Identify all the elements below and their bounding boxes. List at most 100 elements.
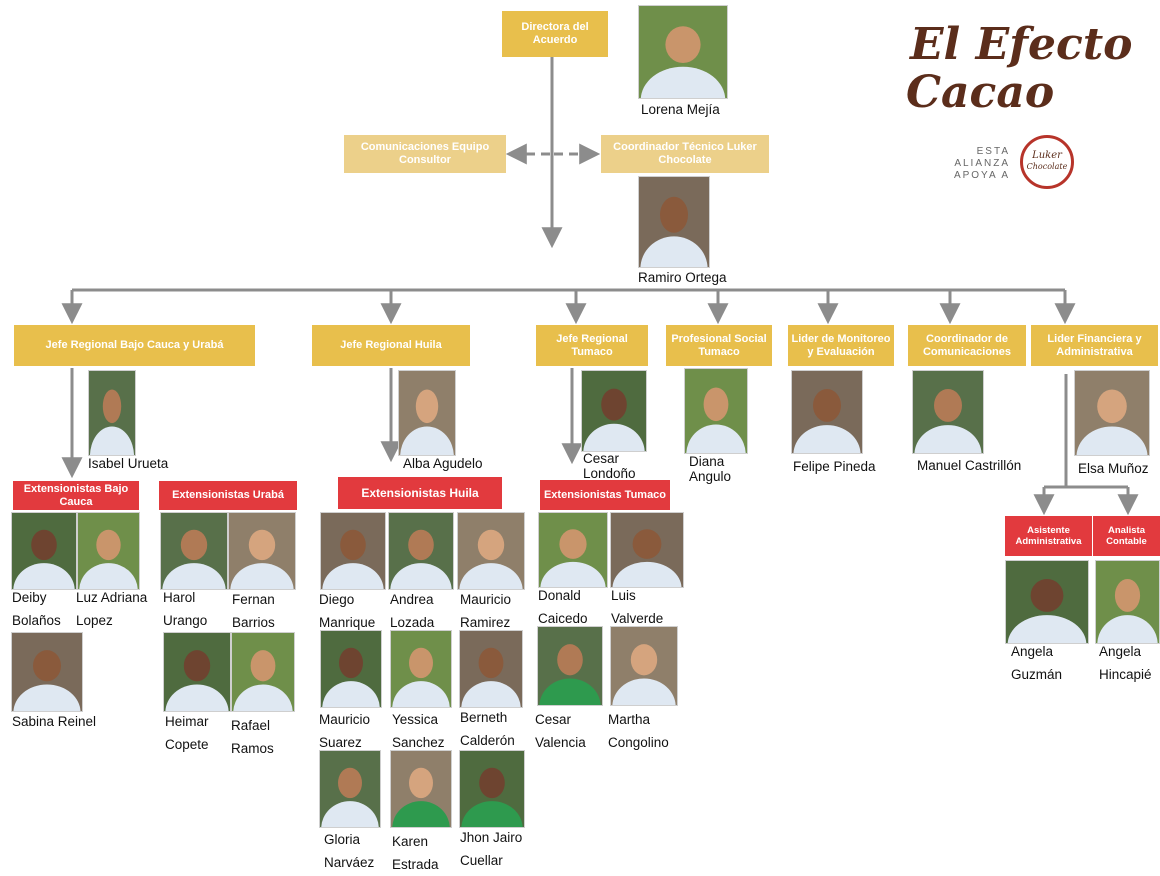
role-box-lider-monitoreo: Lider de Monitoreo y Evaluación <box>788 325 894 366</box>
person-silhouette-icon <box>389 513 453 589</box>
person-silhouette-icon <box>399 371 455 455</box>
name-jhon-jairo-cuellar: Jhon Jairo Cuellar <box>460 830 523 868</box>
photo-alba-agudelo <box>398 370 456 456</box>
photo-isabel-urueta <box>88 370 136 456</box>
name-isabel-urueta: Isabel Urueta <box>88 456 169 471</box>
photo-andrea-lozada <box>388 512 454 590</box>
role-box-coordinador-comunicaciones: Coordinador de Comunicaciones <box>908 325 1026 366</box>
logo-text-line2: Cacao <box>906 67 1055 118</box>
photo-cesar-londono <box>581 370 647 452</box>
photo-luis-valverde <box>610 512 684 588</box>
name-diana-angulo: Diana Angulo <box>689 454 732 484</box>
person-silhouette-icon <box>460 751 524 827</box>
name-elsa-munoz: Elsa Muñoz <box>1078 461 1149 476</box>
person-silhouette-icon <box>582 371 646 451</box>
photo-manuel-castrillon <box>912 370 984 454</box>
name-martha-congolino: Martha Congolino <box>608 712 669 750</box>
name-yessica-sanchez: Yessica Sanchez <box>392 712 445 750</box>
photo-angela-guzman <box>1005 560 1089 644</box>
logo-tagline-line: ALIANZA <box>954 158 1010 169</box>
photo-berneth-calderon <box>459 630 523 708</box>
person-silhouette-icon <box>232 633 294 711</box>
photo-gloria-narvaez <box>319 750 381 828</box>
person-silhouette-icon <box>12 633 82 711</box>
logo-tagline: ESTA ALIANZA APOYA A <box>952 146 1010 182</box>
person-silhouette-icon <box>458 513 524 589</box>
luker-badge-line1: Luker <box>1032 150 1062 161</box>
person-silhouette-icon <box>89 371 135 455</box>
name-angela-hincapie: Angela Hincapié <box>1099 644 1152 682</box>
name-mauricio-suarez: Mauricio Suarez <box>319 712 371 750</box>
role-box-jefe-huila: Jefe Regional Huila <box>312 325 470 366</box>
communications-role-box: Comunicaciones Equipo Consultor <box>344 135 506 173</box>
photo-diana-angulo <box>684 368 748 454</box>
coordinator-photo <box>638 176 710 268</box>
name-berneth-calderon: Berneth Calderón <box>460 710 515 748</box>
photo-mauricio-ramirez <box>457 512 525 590</box>
photo-deiby-bolanos <box>11 512 77 590</box>
person-silhouette-icon <box>539 513 607 587</box>
person-silhouette-icon <box>78 513 139 589</box>
photo-jhon-jairo-cuellar <box>459 750 525 828</box>
name-donald-caicedo: Donald Caicedo <box>538 588 588 626</box>
role-box-jefe-tumaco: Jefe Regional Tumaco <box>536 325 648 366</box>
person-silhouette-icon <box>321 513 385 589</box>
team-box-huila: Extensionistas Huila <box>338 477 502 509</box>
coordinator-name: Ramiro Ortega <box>638 270 727 285</box>
name-cesar-londono: Cesar Londoño <box>583 451 636 481</box>
team-box-bajo-cauca: Extensionistas Bajo Cauca <box>13 481 139 510</box>
photo-heimar-copete <box>163 632 231 712</box>
photo-fernan-barrios <box>228 512 296 590</box>
photo-rafael-ramos <box>231 632 295 712</box>
logo-text-line1: El Efecto <box>910 19 1133 70</box>
person-silhouette-icon <box>321 631 381 707</box>
logo-tagline-line: APOYA A <box>953 170 1010 181</box>
person-silhouette-icon <box>639 6 727 98</box>
person-silhouette-icon <box>164 633 230 711</box>
photo-angela-hincapie <box>1095 560 1160 644</box>
person-silhouette-icon <box>1006 561 1088 643</box>
director-role-box: Directora del Acuerdo <box>502 11 608 57</box>
person-silhouette-icon <box>12 513 76 589</box>
person-silhouette-icon <box>460 631 522 707</box>
person-silhouette-icon <box>792 371 862 453</box>
photo-felipe-pineda <box>791 370 863 454</box>
role-box-jefe-bajo-cauca: Jefe Regional Bajo Cauca y Urabá <box>14 325 255 366</box>
luker-chocolate-badge: Luker Chocolate <box>1020 135 1074 189</box>
team-box-asistente-administrativa: Asistente Administrativa <box>1005 516 1092 556</box>
efecto-cacao-logo: El Efecto Cacao ESTA ALIANZA APOYA A Luk… <box>898 20 1133 200</box>
person-silhouette-icon <box>685 369 747 453</box>
name-andrea-lozada: Andrea Lozada <box>390 592 435 630</box>
person-silhouette-icon <box>611 513 683 587</box>
photo-harol-urango <box>160 512 228 590</box>
name-alba-agudelo: Alba Agudelo <box>403 456 483 471</box>
person-silhouette-icon <box>320 751 380 827</box>
person-silhouette-icon <box>391 631 451 707</box>
person-silhouette-icon <box>229 513 295 589</box>
person-silhouette-icon <box>538 627 602 705</box>
photo-martha-congolino <box>610 626 678 706</box>
name-heimar-copete: Heimar Copete <box>165 714 209 752</box>
photo-luz-adriana-lopez <box>77 512 140 590</box>
director-photo <box>638 5 728 99</box>
photo-karen-estrada <box>390 750 452 828</box>
name-mauricio-ramirez: Mauricio Ramirez <box>460 592 512 630</box>
person-silhouette-icon <box>1075 371 1149 455</box>
name-karen-estrada: Karen Estrada <box>392 834 439 872</box>
role-box-profesional-social: Profesional Social Tumaco <box>666 325 772 366</box>
name-fernan-barrios: Fernan Barrios <box>232 592 275 630</box>
name-rafael-ramos: Rafael Ramos <box>231 718 274 756</box>
name-diego-manrique: Diego Manrique <box>319 592 376 630</box>
photo-elsa-munoz <box>1074 370 1150 456</box>
team-box-tumaco: Extensionistas Tumaco <box>540 480 670 510</box>
photo-diego-manrique <box>320 512 386 590</box>
photo-yessica-sanchez <box>390 630 452 708</box>
name-luz-adriana-lopez: Luz Adriana Lopez <box>76 590 148 628</box>
photo-cesar-valencia <box>537 626 603 706</box>
photo-sabina-reinel <box>11 632 83 712</box>
role-box-lider-financiera: Lider Financiera y Administrativa <box>1031 325 1158 366</box>
logo-tagline-line: ESTA <box>976 146 1010 157</box>
person-silhouette-icon <box>1096 561 1159 643</box>
name-luis-valverde: Luis Valverde <box>611 588 664 626</box>
